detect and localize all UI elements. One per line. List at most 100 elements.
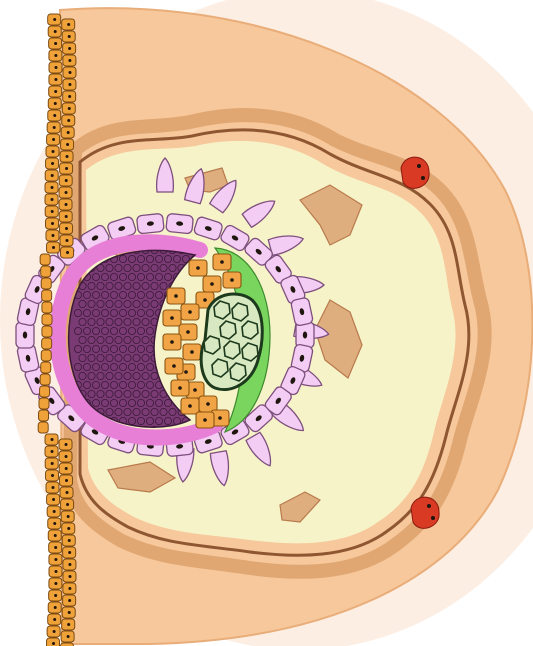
epithelium-nucleus [52, 138, 55, 141]
vessel-nucleus [421, 176, 425, 180]
epithelium-nucleus [53, 522, 56, 525]
hypoblast-nucleus [193, 388, 197, 392]
epithelium-nucleus [54, 78, 57, 81]
epithelium-nucleus [68, 83, 71, 86]
hypoblast-nucleus [230, 278, 234, 282]
epithelium-nucleus [51, 438, 54, 441]
epithelium-nucleus [54, 594, 57, 597]
epithelium-cell [41, 266, 51, 277]
hypoblast-nucleus [210, 282, 214, 286]
epithelium-nucleus [68, 59, 71, 62]
epithelium-nucleus [54, 102, 57, 105]
epithelium-nucleus [51, 174, 54, 177]
vessel-nucleus [417, 164, 421, 168]
epithelium-nucleus [51, 222, 54, 225]
vessel-nucleus [431, 516, 435, 520]
hypoblast-nucleus [206, 402, 210, 406]
epithelium-nucleus [65, 227, 68, 230]
epithelium-cell [42, 314, 52, 325]
epithelium-nucleus [68, 575, 71, 578]
epithelium-cell [40, 386, 50, 397]
epithelium-nucleus [51, 474, 54, 477]
hypoblast-nucleus [184, 370, 188, 374]
epithelium-cell [42, 338, 52, 349]
epithelium-nucleus [67, 635, 70, 638]
epithelium-nucleus [67, 527, 70, 530]
epithelium-nucleus [65, 191, 68, 194]
hypoblast-nucleus [174, 294, 178, 298]
hypoblast-nucleus [218, 416, 222, 420]
epithelium-nucleus [53, 114, 56, 117]
epithelium-nucleus [51, 234, 54, 237]
epithelium-nucleus [65, 455, 68, 458]
epithelium-nucleus [68, 587, 71, 590]
epithelium-nucleus [52, 498, 55, 501]
epithelium-nucleus [65, 443, 68, 446]
trophoblast-nucleus [303, 332, 307, 339]
epithelium-cell [41, 278, 51, 289]
hypoblast-nucleus [203, 418, 207, 422]
epithelium-nucleus [54, 606, 57, 609]
epithelium-nucleus [52, 486, 55, 489]
epithelium-nucleus [52, 246, 55, 249]
epithelium-nucleus [54, 546, 57, 549]
epithelium-nucleus [51, 198, 54, 201]
epithelium-cell [42, 326, 52, 337]
epithelium-nucleus [68, 47, 71, 50]
epithelium-nucleus [66, 143, 69, 146]
epithelium-nucleus [53, 510, 56, 513]
epithelium-nucleus [54, 54, 57, 57]
epithelium-nucleus [54, 570, 57, 573]
hypoblast-nucleus [170, 316, 174, 320]
epithelium-nucleus [53, 126, 56, 129]
hypoblast-nucleus [170, 340, 174, 344]
epithelium-nucleus [54, 558, 57, 561]
epithelium-cell [38, 422, 48, 433]
epithelium-nucleus [54, 582, 57, 585]
epithelium-nucleus [67, 23, 70, 26]
epithelium-nucleus [54, 42, 57, 45]
epithelium-nucleus [51, 162, 54, 165]
epithelium-cell [40, 374, 50, 385]
epithelium-nucleus [66, 503, 69, 506]
blood-vessel [401, 157, 429, 188]
epithelium-nucleus [54, 90, 57, 93]
epithelium-cell [40, 254, 50, 265]
epithelium-nucleus [51, 462, 54, 465]
epithelium-cell [42, 290, 52, 301]
epithelium-nucleus [68, 551, 71, 554]
epithelium-nucleus [68, 95, 71, 98]
epithelium-nucleus [67, 623, 70, 626]
hypoblast-nucleus [172, 364, 176, 368]
epithelium-nucleus [54, 534, 57, 537]
epithelium-nucleus [51, 210, 54, 213]
epithelium-nucleus [66, 155, 69, 158]
epithelium-nucleus [68, 539, 71, 542]
trophoblast-nucleus [23, 332, 27, 339]
epithelium-nucleus [68, 611, 71, 614]
blood-vessel [411, 497, 439, 528]
epithelium-nucleus [65, 167, 68, 170]
epithelium-nucleus [67, 119, 70, 122]
epithelium-nucleus [68, 71, 71, 74]
epithelium-nucleus [68, 35, 71, 38]
hypoblast-nucleus [196, 266, 200, 270]
epithelium-nucleus [65, 467, 68, 470]
epithelium-cell [41, 362, 51, 373]
epithelium-cell [39, 398, 49, 409]
epithelium-nucleus [66, 491, 69, 494]
hypoblast-nucleus [188, 404, 192, 408]
hypoblast-nucleus [190, 350, 194, 354]
epithelium-nucleus [67, 515, 70, 518]
epithelium-nucleus [68, 563, 71, 566]
epithelium-nucleus [65, 239, 68, 242]
hypoblast-nucleus [220, 260, 224, 264]
epithelium-nucleus [68, 107, 71, 110]
epithelium-nucleus [52, 150, 55, 153]
epithelium-nucleus [53, 18, 56, 21]
hypoblast-nucleus [203, 298, 207, 302]
epithelium-nucleus [51, 186, 54, 189]
hypoblast-nucleus [188, 310, 192, 314]
